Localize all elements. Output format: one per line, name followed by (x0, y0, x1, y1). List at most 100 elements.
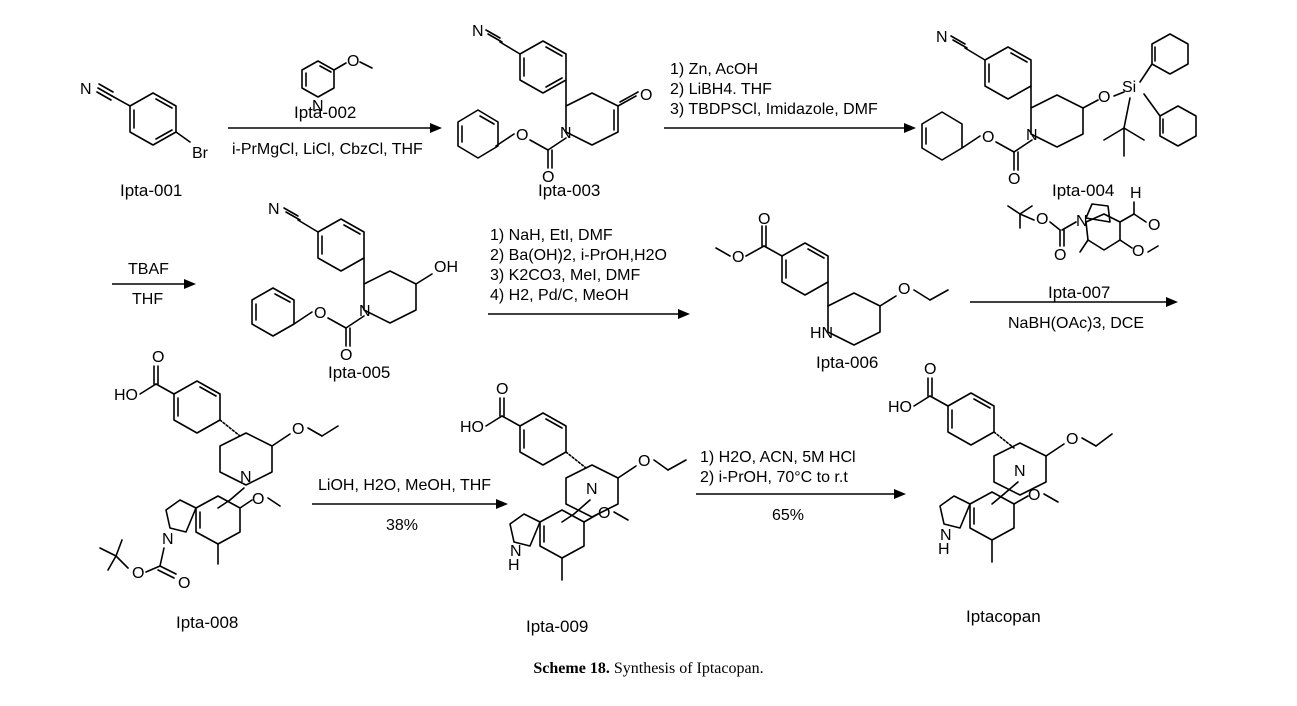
structure-ipta-005: N OH N O O (251, 201, 458, 364)
svg-text:O: O (1054, 247, 1066, 264)
svg-text:O: O (542, 169, 554, 186)
caption-label: Scheme 18. (533, 660, 610, 677)
svg-text:N: N (359, 303, 371, 320)
svg-text:O: O (496, 381, 508, 398)
svg-text:O: O (1148, 217, 1160, 234)
reagent-step-2-line-3: 3) TBDPSCl, Imidazole, DMF (670, 101, 878, 118)
svg-text:HO: HO (114, 387, 138, 404)
svg-text:O: O (758, 211, 770, 228)
svg-text:H: H (1130, 185, 1142, 202)
svg-text:N: N (472, 23, 484, 40)
svg-text:O: O (982, 129, 994, 146)
svg-text:N: N (240, 469, 252, 486)
structure-ipta-007: O O N H O O (1007, 185, 1160, 264)
label-ipta-009: Ipta-009 (526, 617, 588, 636)
svg-text:O: O (252, 491, 264, 508)
svg-text:N: N (936, 29, 948, 46)
svg-text:HN: HN (810, 325, 833, 342)
structure-ipta-008: O HO N O O N O O (99, 349, 339, 592)
svg-text:O: O (314, 305, 326, 322)
arrowhead-4 (678, 309, 690, 319)
reagent-step-2-line-1: 1) Zn, AcOH (670, 61, 758, 78)
svg-text:N: N (162, 531, 174, 548)
svg-text:N: N (510, 543, 522, 560)
svg-text:N: N (1026, 127, 1038, 144)
svg-text:O: O (1132, 243, 1144, 260)
svg-text:OH: OH (434, 259, 458, 276)
structure-ipta-003: N O N O O (457, 23, 652, 186)
reagent-step-6: LiOH, H2O, MeOH, THF (318, 477, 491, 494)
caption-text: Synthesis of Iptacopan. (613, 660, 764, 677)
structure-ipta-009: O HO N O O H N (460, 381, 687, 581)
piperidine-ring (219, 432, 273, 486)
svg-text:N: N (940, 527, 952, 544)
svg-text:HO: HO (460, 419, 484, 436)
svg-text:O: O (640, 87, 652, 104)
label-ipta-007: Ipta-007 (1048, 283, 1110, 302)
label-ipta-002: Ipta-002 (294, 103, 356, 122)
reagent-step-4-line-1: 1) NaH, EtI, DMF (490, 227, 613, 244)
label-ipta-005: Ipta-005 (328, 363, 390, 382)
structure-ipta-004: N O Si N O O (921, 29, 1197, 188)
svg-text:N: N (586, 481, 598, 498)
svg-text:N: N (80, 81, 92, 98)
yield-step-6: 38% (386, 517, 418, 534)
figure-caption: Scheme 18. Synthesis of Iptacopan. (0, 660, 1297, 678)
structure-iptacopan: O HO N O O N H (888, 361, 1113, 563)
svg-text:N: N (1014, 463, 1026, 480)
arrowhead-3 (184, 279, 196, 289)
reagent-step-5: NaBH(OAc)3, DCE (1008, 315, 1144, 332)
svg-text:H: H (508, 557, 520, 574)
label-ipta-006: Ipta-006 (816, 353, 878, 372)
svg-text:Si: Si (1122, 79, 1136, 96)
svg-text:O: O (178, 575, 190, 592)
arrowhead-7 (894, 489, 906, 499)
svg-text:O: O (898, 281, 910, 298)
svg-text:O: O (1036, 211, 1048, 228)
svg-text:O: O (292, 421, 304, 438)
label-iptacopan: Iptacopan (966, 607, 1041, 626)
svg-text:Br: Br (192, 145, 209, 162)
label-ipta-001: Ipta-001 (120, 181, 182, 200)
label-ipta-008: Ipta-008 (176, 613, 238, 632)
svg-text:O: O (732, 249, 744, 266)
svg-text:N: N (312, 98, 324, 115)
reagent-step-4-line-3: 3) K2CO3, MeI, DMF (490, 267, 640, 284)
structure-ipta-006: O O HN O (715, 211, 949, 346)
svg-text:H: H (938, 541, 950, 558)
svg-text:O: O (638, 453, 650, 470)
svg-text:O: O (340, 347, 352, 364)
reagent-step-3-above: TBAF (128, 261, 169, 278)
reagent-step-4-line-2: 2) Ba(OH)2, i-PrOH,H2O (490, 247, 667, 264)
structure-ipta-002: N O (301, 53, 373, 115)
arrowhead-5 (1166, 297, 1178, 307)
svg-text:O: O (1028, 487, 1040, 504)
svg-text:O: O (1066, 431, 1078, 448)
svg-text:O: O (598, 505, 610, 522)
reagent-step-1: i-PrMgCl, LiCl, CbzCl, THF (232, 141, 423, 158)
yield-step-7: 65% (772, 507, 804, 524)
svg-text:O: O (347, 53, 359, 70)
svg-text:O: O (516, 127, 528, 144)
reagent-step-2-line-2: 2) LiBH4. THF (670, 81, 772, 98)
label-ipta-004: Ipta-004 (1052, 181, 1114, 200)
svg-text:N: N (268, 201, 280, 218)
svg-text:O: O (1008, 171, 1020, 188)
reagent-step-7-line-2: 2) i-PrOH, 70°C to r.t (700, 469, 848, 486)
reagent-step-3-below: THF (132, 291, 163, 308)
arrowhead-6 (496, 499, 508, 509)
svg-text:HO: HO (888, 399, 912, 416)
svg-text:O: O (924, 361, 936, 378)
svg-text:N: N (560, 125, 572, 142)
svg-text:O: O (1098, 89, 1110, 106)
svg-text:N: N (1076, 213, 1088, 230)
arrowhead-1 (430, 123, 442, 133)
svg-text:O: O (132, 565, 144, 582)
reagent-step-7-line-1: 1) H2O, ACN, 5M HCl (700, 449, 856, 466)
svg-text:O: O (152, 349, 164, 366)
label-ipta-003: Ipta-003 (538, 181, 600, 200)
reagent-step-4-line-4: 4) H2, Pd/C, MeOH (490, 287, 629, 304)
arrowhead-2 (904, 123, 916, 133)
